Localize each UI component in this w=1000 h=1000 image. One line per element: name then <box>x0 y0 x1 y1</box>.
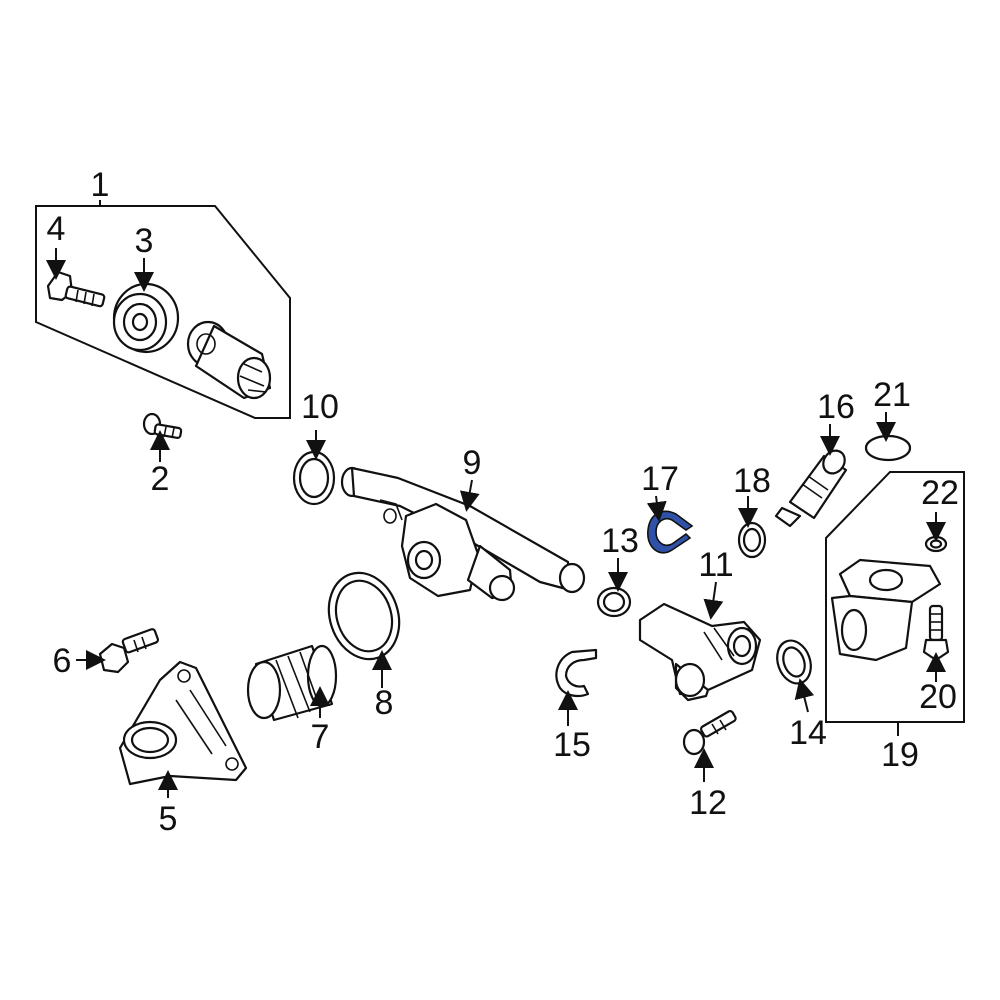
label-8: 8 <box>375 684 394 722</box>
label-4: 4 <box>47 210 66 248</box>
part-4-bolt[interactable] <box>46 270 106 308</box>
label-9: 9 <box>463 444 482 482</box>
label-15: 15 <box>553 726 591 764</box>
group-box-19 <box>825 471 965 723</box>
part-5-housing[interactable] <box>118 660 248 786</box>
label-16: 16 <box>817 388 855 426</box>
label-20: 20 <box>919 678 957 716</box>
part-1-tensioner-body[interactable] <box>186 320 272 400</box>
group-box-1 <box>35 205 291 419</box>
part-8-gasket[interactable] <box>318 564 410 669</box>
part-14-o-ring[interactable] <box>771 636 816 688</box>
label-21: 21 <box>873 376 911 414</box>
part-17-clip-highlighted[interactable] <box>647 510 694 554</box>
part-20-bolt[interactable] <box>922 604 950 662</box>
part-12-bolt[interactable] <box>682 709 737 756</box>
label-6: 6 <box>53 642 72 680</box>
label-11: 11 <box>698 546 733 584</box>
label-19: 19 <box>881 736 919 774</box>
part-7-thermostat[interactable] <box>246 644 338 722</box>
part-11-housing[interactable] <box>638 602 762 702</box>
part-22-o-ring[interactable] <box>924 535 948 553</box>
part-2-bolt[interactable] <box>142 412 183 439</box>
label-17: 17 <box>641 460 679 498</box>
part-19-adapter[interactable] <box>830 558 942 662</box>
label-18: 18 <box>733 462 771 500</box>
label-10: 10 <box>301 388 339 426</box>
label-3: 3 <box>135 222 154 260</box>
part-18-o-ring[interactable] <box>737 521 767 559</box>
label-13: 13 <box>601 522 639 560</box>
part-9-water-pipe[interactable] <box>340 466 586 602</box>
part-15-clip[interactable] <box>555 648 598 698</box>
label-14: 14 <box>789 714 827 752</box>
part-16-sensor[interactable] <box>774 446 849 528</box>
part-6-bolt[interactable] <box>98 628 159 674</box>
part-13-o-ring[interactable] <box>596 586 632 618</box>
label-1: 1 <box>91 166 110 204</box>
label-22: 22 <box>921 474 959 512</box>
part-21-o-ring[interactable] <box>864 434 912 462</box>
part-3-pulley[interactable] <box>112 282 180 354</box>
part-10-o-ring[interactable] <box>292 450 336 506</box>
label-2: 2 <box>151 460 170 498</box>
label-5: 5 <box>159 800 178 838</box>
label-12: 12 <box>689 784 727 822</box>
label-7: 7 <box>311 718 330 756</box>
